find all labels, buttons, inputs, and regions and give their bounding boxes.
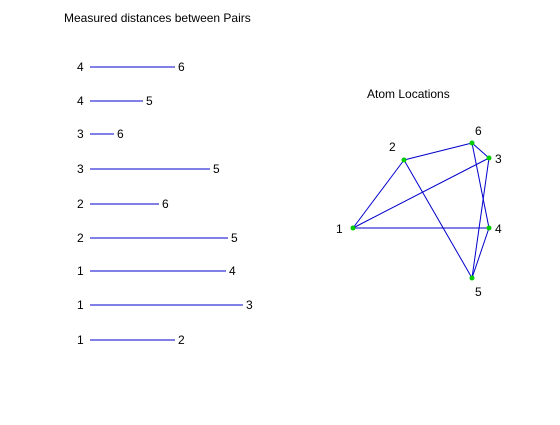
pair-atom-b: 5 (146, 94, 153, 108)
bond-line (403, 142, 473, 161)
bond-line (352, 159, 405, 229)
pair-atom-a: 3 (77, 162, 84, 176)
pair-atom-a: 3 (77, 127, 84, 141)
bond-line (352, 157, 490, 229)
pair-atom-b: 3 (246, 298, 253, 312)
pair-atom-a: 2 (77, 197, 84, 211)
pair-atom-b: 2 (178, 333, 185, 347)
pair-atom-b: 4 (229, 264, 236, 278)
right-title: Atom Locations (367, 87, 450, 101)
atom-node (486, 155, 492, 161)
atom-node (469, 275, 475, 281)
atom-label: 5 (475, 285, 482, 299)
pair-atom-a: 1 (77, 333, 84, 347)
atom-label: 1 (336, 222, 343, 236)
atom-label: 2 (389, 140, 396, 154)
atom-label: 3 (495, 152, 502, 166)
pair-atom-a: 4 (77, 60, 84, 74)
bond-line (471, 142, 490, 229)
pair-atom-a: 2 (77, 231, 84, 245)
pair-atom-b: 5 (231, 231, 238, 245)
pair-atom-b: 6 (117, 127, 124, 141)
pair-atom-a: 1 (77, 298, 84, 312)
bond-line (403, 159, 473, 279)
atom-node (350, 225, 356, 231)
pair-atom-a: 4 (77, 94, 84, 108)
pair-atom-b: 6 (178, 60, 185, 74)
left-title: Measured distances between Pairs (64, 11, 251, 25)
atom-label: 4 (495, 222, 502, 236)
atom-graph: 1 2 3 4 5 6 (336, 124, 502, 299)
bond-line (471, 227, 490, 279)
pair-atom-b: 6 (162, 197, 169, 211)
bond-line (471, 157, 490, 279)
pair-atom-b: 5 (213, 162, 220, 176)
atom-label: 6 (475, 124, 482, 138)
atom-node (469, 140, 475, 146)
atom-node (486, 225, 492, 231)
pair-atom-a: 1 (77, 264, 84, 278)
bond-line (471, 142, 490, 159)
atom-node (401, 157, 407, 163)
